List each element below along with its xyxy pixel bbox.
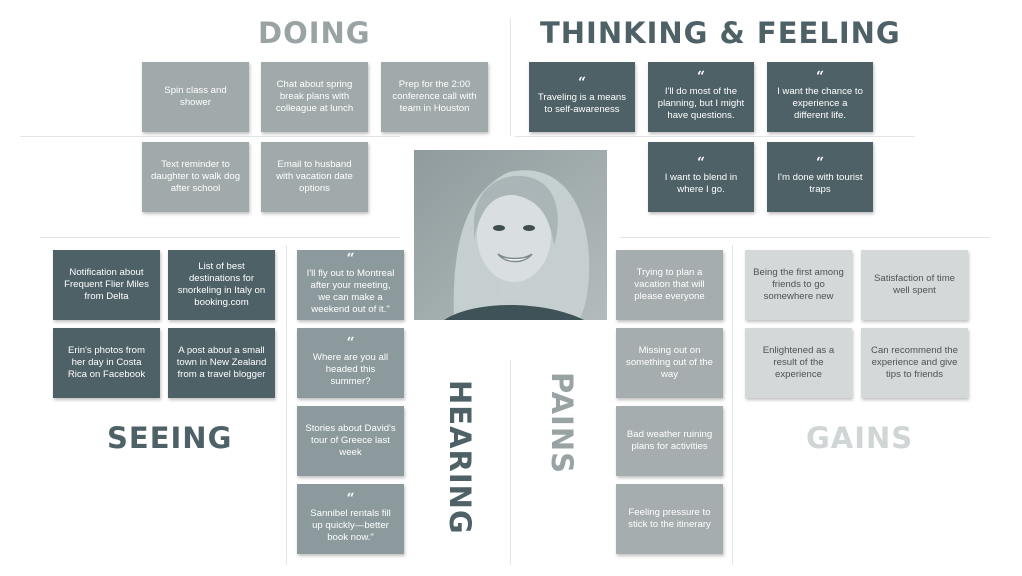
- seeing-card: Notification about Frequent Flier Miles …: [53, 250, 160, 320]
- card-text: Email to husband with vacation date opti…: [276, 159, 353, 194]
- gains-card: Enlightened as a result of the experienc…: [745, 328, 852, 398]
- card-text: Notification about Frequent Flier Miles …: [64, 267, 149, 302]
- card-text: Where are you all headed this summer?: [312, 352, 389, 387]
- divider-top-right: [515, 136, 915, 137]
- quote-icon: “: [696, 69, 706, 86]
- seeing-heading: SEEING: [107, 421, 233, 455]
- card-text: I want to blend in where I go.: [664, 172, 738, 195]
- persona-photo: [414, 150, 607, 320]
- thinking-card: “ I'm done with tourist traps: [767, 142, 873, 212]
- hearing-card: “ Where are you all headed this summer?: [297, 328, 404, 398]
- pains-card: Trying to plan a vacation that will plea…: [616, 250, 723, 320]
- thinking-card: “ I'll do most of the planning, but I mi…: [648, 62, 754, 132]
- hearing-heading: HEARING: [443, 380, 477, 535]
- divider-mid-left: [40, 237, 400, 238]
- hearing-card: Stories about David's tour of Greece las…: [297, 406, 404, 476]
- pains-card: Feeling pressure to stick to the itinera…: [616, 484, 723, 554]
- card-text: List of best destinations for snorkeling…: [177, 261, 266, 308]
- card-text: Missing out on something out of the way: [626, 345, 713, 380]
- card-text: Bad weather ruining plans for activities: [626, 429, 713, 452]
- card-text: Can recommend the experience and give ti…: [871, 345, 958, 380]
- gains-heading: GAINS: [806, 421, 914, 455]
- card-text: Being the first among friends to go some…: [753, 267, 844, 302]
- card-text: Chat about spring break plans with colle…: [275, 79, 354, 114]
- hearing-card: “ Sannibel rentals fill up quickly—bette…: [297, 484, 404, 554]
- quote-icon: “: [696, 155, 706, 172]
- card-text: Trying to plan a vacation that will plea…: [634, 267, 705, 302]
- doing-card: Prep for the 2:00 conference call with t…: [381, 62, 488, 132]
- divider-top-center: [510, 18, 511, 136]
- divider-seeing-hearing: [286, 245, 287, 565]
- gains-card: Can recommend the experience and give ti…: [861, 328, 968, 398]
- divider-pains-gains: [732, 245, 733, 565]
- card-text: Satisfaction of time well spent: [873, 273, 956, 296]
- quote-icon: “: [577, 75, 587, 92]
- thinking-card: “ I want to blend in where I go.: [648, 142, 754, 212]
- seeing-card: List of best destinations for snorkeling…: [168, 250, 275, 320]
- doing-card: Chat about spring break plans with colle…: [261, 62, 368, 132]
- seeing-card: A post about a small town in New Zealand…: [168, 328, 275, 398]
- card-text: I want the chance to experience a differ…: [777, 86, 863, 121]
- pains-card: Bad weather ruining plans for activities: [616, 406, 723, 476]
- pains-card: Missing out on something out of the way: [616, 328, 723, 398]
- thinking-feeling-heading: THINKING & FEELING: [540, 16, 901, 50]
- card-text: Spin class and shower: [164, 85, 227, 108]
- doing-heading: DOING: [258, 16, 371, 50]
- card-text: A post about a small town in New Zealand…: [176, 345, 267, 380]
- hearing-card: “ I'll fly out to Montreal after your me…: [297, 250, 404, 320]
- card-text: Stories about David's tour of Greece las…: [305, 423, 396, 458]
- card-text: Prep for the 2:00 conference call with t…: [392, 79, 477, 114]
- gains-card: Being the first among friends to go some…: [745, 250, 852, 320]
- quote-icon: “: [815, 155, 825, 172]
- card-text: I'll fly out to Montreal after your meet…: [306, 268, 395, 315]
- card-text: Text reminder to daughter to walk dog af…: [150, 159, 241, 194]
- doing-card: Email to husband with vacation date opti…: [261, 142, 368, 212]
- pains-heading: PAINS: [545, 372, 579, 474]
- quote-icon: “: [346, 335, 355, 352]
- card-text: Enlightened as a result of the experienc…: [762, 345, 835, 380]
- divider-hearing-pains: [510, 360, 511, 565]
- card-text: Erin's photos from her day in Costa Rica…: [67, 345, 146, 380]
- quote-icon: “: [346, 491, 355, 508]
- quote-icon: “: [815, 69, 825, 86]
- thinking-card: “ Traveling is a means to self-awareness: [529, 62, 635, 132]
- thinking-card: “ I want the chance to experience a diff…: [767, 62, 873, 132]
- divider-top-left: [20, 136, 400, 137]
- card-text: Sannibel rentals fill up quickly—better …: [310, 508, 391, 543]
- divider-mid-right: [620, 237, 990, 238]
- seeing-card: Erin's photos from her day in Costa Rica…: [53, 328, 160, 398]
- doing-card: Spin class and shower: [142, 62, 249, 132]
- doing-card: Text reminder to daughter to walk dog af…: [142, 142, 249, 212]
- card-text: I'll do most of the planning, but I migh…: [657, 86, 745, 121]
- card-text: Traveling is a means to self-awareness: [537, 92, 627, 115]
- persona-portrait-icon: [414, 150, 607, 320]
- gains-card: Satisfaction of time well spent: [861, 250, 968, 320]
- quote-icon: “: [346, 251, 355, 268]
- card-text: I'm done with tourist traps: [777, 172, 863, 195]
- card-text: Feeling pressure to stick to the itinera…: [628, 507, 711, 530]
